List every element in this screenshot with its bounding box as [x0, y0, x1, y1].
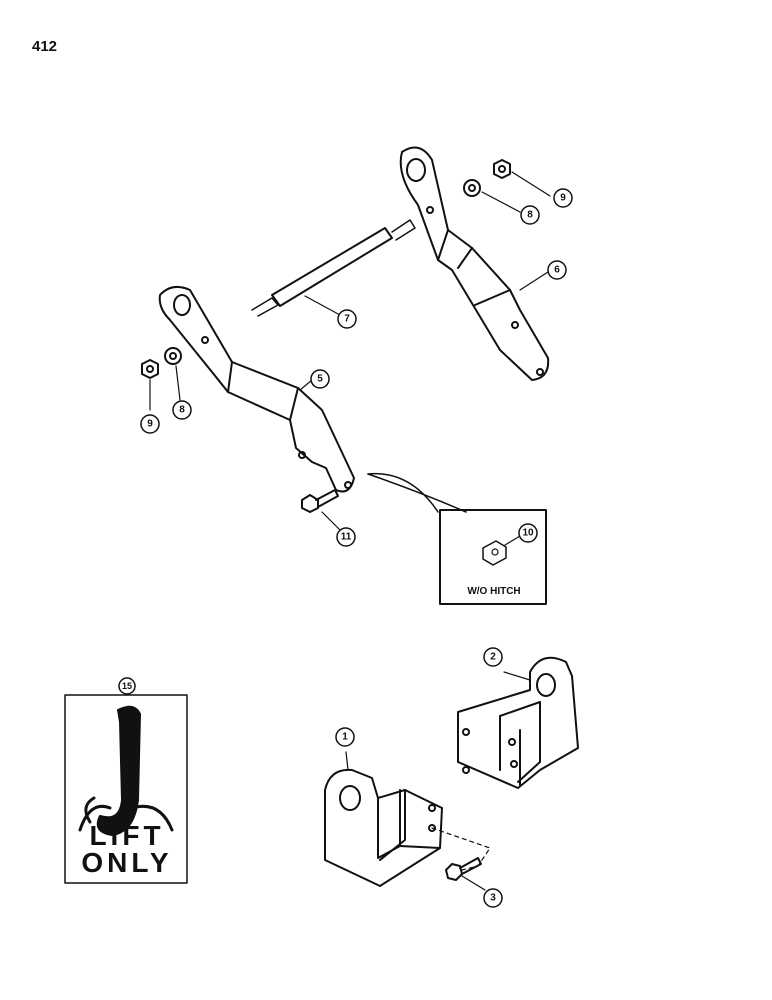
- left-hitch-bracket: [158, 285, 355, 493]
- lift-only-decal: [64, 687, 188, 884]
- callout-8-lower: 8: [179, 405, 185, 416]
- callout-11: 11: [341, 532, 352, 543]
- callout-circle-3: [483, 888, 503, 908]
- callout-9-upper: 9: [560, 193, 566, 204]
- callout-circle-2: [483, 647, 503, 667]
- decal-text-lift: LIFT: [89, 820, 164, 851]
- bolt-11: [301, 489, 339, 513]
- inset-without-hitch: [367, 472, 547, 605]
- nut-lower: [141, 359, 159, 379]
- callout-circle-5: [310, 369, 330, 389]
- callout-9-lower: 9: [147, 419, 153, 430]
- mounting-bracket-2: [457, 656, 579, 789]
- washer-upper: [463, 179, 481, 197]
- callout-2: 2: [490, 652, 496, 663]
- right-hitch-bracket: [399, 146, 550, 381]
- callout-1: 1: [342, 732, 348, 743]
- nut-upper: [493, 159, 511, 179]
- callout-15: 15: [122, 681, 132, 691]
- callout-5: 5: [317, 374, 323, 385]
- spacer-rod: [251, 219, 416, 317]
- callout-circle-1: [335, 727, 355, 747]
- callout-3: 3: [490, 893, 496, 904]
- callout-circle-8a: [520, 205, 540, 225]
- callout-8-upper: 8: [527, 210, 533, 221]
- callout-10: 10: [522, 528, 534, 539]
- callout-6: 6: [554, 265, 560, 276]
- decal-text-only: ONLY: [81, 847, 172, 878]
- callout-circle-9a: [553, 188, 573, 208]
- bolt-3: [431, 827, 491, 891]
- callout-circle-6: [547, 260, 567, 280]
- washer-lower: [164, 347, 182, 365]
- mounting-bracket-1: [324, 751, 443, 887]
- callout-circle-7: [337, 309, 357, 329]
- callout-circle-9b: [140, 414, 160, 434]
- callout-circle-8b: [172, 400, 192, 420]
- callout-circle-11: [336, 527, 356, 547]
- callout-circle-15: [118, 677, 136, 695]
- page-number: 412: [32, 38, 58, 55]
- inset-label: W/O HITCH: [467, 586, 520, 597]
- callout-circle-10: [518, 523, 538, 543]
- callout-7: 7: [344, 314, 350, 325]
